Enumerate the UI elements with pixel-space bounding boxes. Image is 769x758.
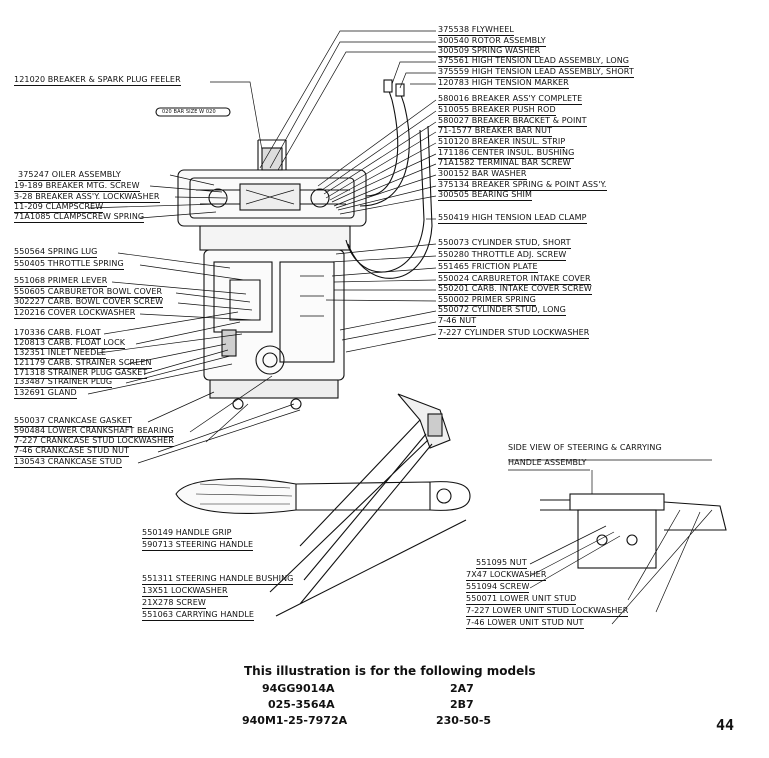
part-label: 375134 BREAKER SPRING & POINT ASS'Y.	[438, 180, 607, 191]
part-label: 11-209 CLAMPSCREW	[14, 202, 104, 213]
part-label: 551095 NUT	[476, 558, 527, 569]
part-label: 120813 CARB. FLOAT LOCK	[14, 338, 126, 349]
part-label: 7-46 LOWER UNIT STUD NUT	[466, 618, 584, 629]
part-label: 551068 PRIMER LEVER	[14, 276, 108, 287]
crankcase-carburetor	[199, 225, 351, 410]
part-label: 121179 CARB. STRAINER SCREEN	[14, 358, 152, 369]
part-label: 375559 HIGH TENSION LEAD ASSEMBLY, SHORT	[438, 67, 634, 78]
part-label: 550072 CYLINDER STUD, LONG	[438, 305, 566, 316]
part-label: 300152 BAR WASHER	[438, 169, 527, 180]
feeler-gauge-tag: 020 BAR SIZE W 020	[162, 109, 216, 115]
part-label: 550037 CRANKCASE GASKET	[14, 416, 133, 427]
high-tension-leads	[345, 79, 433, 279]
part-label: 550149 HANDLE GRIP	[142, 528, 232, 539]
side-view-title-line2: HANDLE ASSEMBLY	[508, 458, 587, 467]
page-number: 44	[716, 716, 735, 734]
part-label: 71A1582 TERMINAL BAR SCREW	[438, 158, 571, 169]
part-label: 375247 OILER ASSEMBLY	[18, 170, 121, 181]
part-label: 21X278 SCREW	[142, 598, 206, 609]
part-label: 300505 BEARING SHIM	[438, 190, 533, 201]
part-label: 590484 LOWER CRANKSHAFT BEARING	[14, 426, 174, 437]
caption-heading: This illustration is for the following m…	[244, 664, 536, 678]
part-label: 550419 HIGH TENSION LEAD CLAMP	[438, 213, 587, 224]
part-label: 550564 SPRING LUG	[14, 247, 98, 258]
feeler-gauge	[155, 107, 231, 117]
part-label: 120783 HIGH TENSION MARKER	[438, 78, 569, 89]
steering-handle	[175, 393, 471, 617]
leader-lines-left	[87, 81, 301, 464]
part-label: 550405 THROTTLE SPRING	[14, 259, 124, 270]
part-label: 19-189 BREAKER MTG. SCREW	[14, 181, 140, 192]
part-label: 121020 BREAKER & SPARK PLUG FEELER	[14, 75, 181, 86]
part-label: 551311 STEERING HANDLE BUSHING	[142, 574, 294, 585]
part-label: 580016 BREAKER ASS'Y COMPLETE	[438, 94, 583, 105]
model-number: 2A7	[450, 682, 474, 695]
part-label: 550024 CARBURETOR INTAKE COVER	[438, 274, 591, 285]
part-label: 375538 FLYWHEEL	[438, 25, 514, 36]
part-label: 71A1085 CLAMPSCREW SPRING	[14, 212, 145, 223]
part-label: 510120 BREAKER INSUL. STRIP	[438, 137, 566, 148]
part-label: 300540 ROTOR ASSEMBLY	[438, 36, 546, 47]
part-label: 550605 CARBURETOR BOWL COVER	[14, 287, 163, 298]
part-label: 171318 STRAINER PLUG GASKET	[14, 368, 148, 379]
part-label: 550280 THROTTLE ADJ. SCREW	[438, 250, 567, 261]
part-label: 7-227 LOWER UNIT STUD LOCKWASHER	[466, 606, 629, 617]
part-label: 550073 CYLINDER STUD, SHORT	[438, 238, 571, 249]
part-label: 171186 CENTER INSUL. BUSHING	[438, 148, 575, 159]
part-label: 302227 CARB. BOWL COVER SCREW	[14, 297, 164, 308]
part-label: 3-28 BREAKER ASS'Y. LOCKWASHER	[14, 192, 160, 203]
part-label: 7X47 LOCKWASHER	[466, 570, 547, 581]
part-label: 375561 HIGH TENSION LEAD ASSEMBLY, LONG	[438, 56, 630, 67]
part-label: 7-46 NUT	[438, 316, 477, 327]
part-label: 510055 BREAKER PUSH ROD	[438, 105, 556, 116]
model-number: 94GG9014A	[262, 682, 335, 695]
side-view-title-line1: SIDE VIEW OF STEERING & CARRYING	[508, 443, 662, 452]
model-number: 230-50-5	[436, 714, 492, 727]
part-label: 7-227 CYLINDER STUD LOCKWASHER	[438, 328, 590, 339]
part-label: 590713 STEERING HANDLE	[142, 540, 254, 551]
part-label: 550201 CARB. INTAKE COVER SCREW	[438, 284, 592, 295]
part-label: 132351 INLET NEEDLE	[14, 348, 107, 359]
model-number: 025-3564A	[268, 698, 335, 711]
part-label: 551063 CARRYING HANDLE	[142, 610, 255, 621]
part-label: 132691 GLAND	[14, 388, 77, 399]
part-label: 120216 COVER LOCKWASHER	[14, 308, 136, 319]
part-label: 133487 STRAINER PLUG	[14, 377, 113, 388]
lower-unit-bracket	[508, 459, 727, 625]
part-label: 170336 CARB. FLOAT	[14, 328, 101, 339]
part-label: 580027 BREAKER BRACKET & POINT	[438, 116, 587, 127]
part-label: 300509 SPRING WASHER	[438, 46, 541, 57]
part-label: 551465 FRICTION PLATE	[438, 262, 538, 273]
part-label: 550071 LOWER UNIT STUD	[466, 594, 577, 605]
part-label: 551094 SCREW	[466, 582, 530, 593]
part-label: 7-46 CRANKCASE STUD NUT	[14, 446, 130, 457]
part-label: 71-1577 BREAKER BAR NUT	[438, 126, 553, 137]
model-number: 940M1-25-7972A	[242, 714, 348, 727]
part-label: 550002 PRIMER SPRING	[438, 295, 536, 306]
part-label: 130543 CRANKCASE STUD	[14, 457, 122, 468]
part-label: 13X51 LOCKWASHER	[142, 586, 228, 597]
part-label: 7-227 CRANKCASE STUD LOCKWASHER	[14, 436, 174, 447]
leader-lines-right	[259, 30, 437, 353]
model-number: 2B7	[450, 698, 474, 711]
